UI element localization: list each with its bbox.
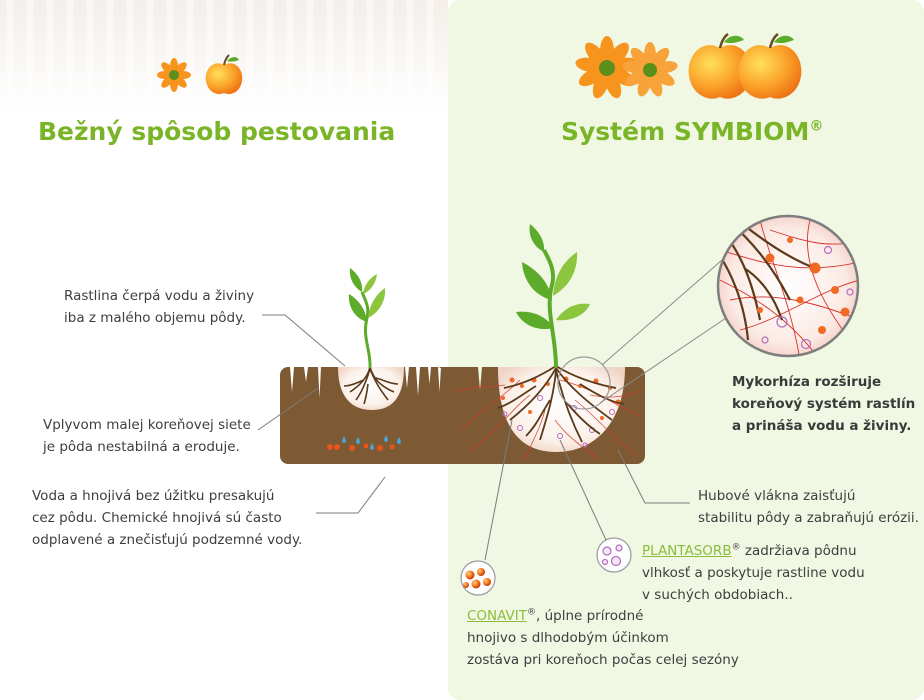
registered-mark: ® <box>527 607 536 618</box>
root-system-small <box>343 366 399 405</box>
callout-line: Rastlina čerpá vodu a živiny <box>64 288 255 304</box>
callout-leaching: Voda a hnojivá bez úžitku presakujú cez … <box>32 485 332 551</box>
flower-icon <box>157 58 191 92</box>
flower-icon <box>622 42 678 97</box>
callout-line: , úplne prírodné <box>536 608 644 624</box>
callout-line: zadržiava pôdnu <box>740 543 857 559</box>
left-striped-header-background <box>0 0 448 110</box>
callout-line: vlhkosť a poskytuje rastline vodu <box>642 565 865 581</box>
callout-line: Hubové vlákna zaisťujú <box>698 488 856 504</box>
callout-mycorrhiza: Mykorhíza rozširuje koreňový systém rast… <box>732 371 922 437</box>
apple-icon <box>688 32 752 99</box>
zoom-connector <box>601 259 723 366</box>
symbiom-title: Systém SYMBIOM® <box>561 117 823 146</box>
callout-erosion: Vplyvom malej koreňovej siete je pôda ne… <box>43 414 273 458</box>
plant-small <box>343 268 399 405</box>
symbiom-soil-block <box>445 367 645 464</box>
leader-lines <box>257 314 690 561</box>
root-system-large <box>497 365 625 443</box>
callout-line: zostáva pri koreňoch počas celej sezóny <box>467 652 739 668</box>
mycorrhiza-zoom <box>716 214 860 358</box>
callout-conavit: CONAVIT®, úplne prírodné hnojivo s dlhod… <box>467 605 757 671</box>
callout-pump-water: Rastlina čerpá vodu a živiny iba z maléh… <box>64 285 274 329</box>
conventional-soil-block <box>280 367 470 464</box>
callout-line: v suchých obdobiach.. <box>642 587 793 603</box>
zoom-connector <box>599 317 727 404</box>
conavit-brand: CONAVIT <box>467 608 527 624</box>
apple-icon <box>738 32 802 99</box>
plantasorb-brand: PLANTASORB <box>642 543 732 559</box>
registered-mark: ® <box>731 542 741 553</box>
callout-line: cez pôdu. Chemické hnojivá sú často <box>32 510 282 526</box>
leaching-drops <box>327 435 401 451</box>
apple-icon <box>205 54 243 95</box>
zoom-source-ring <box>557 356 611 410</box>
callout-fungal-hyphae: Hubové vlákna zaisťujú stabilitu pôdy a … <box>698 485 922 529</box>
registered-mark: ® <box>809 118 824 135</box>
conventional-title-text: Bežný spôsob pestovania <box>38 117 396 146</box>
right-panel-background <box>448 0 924 700</box>
callout-line: iba z malého objemu pôdy. <box>64 310 246 326</box>
callout-line: koreňový systém rastlín <box>732 396 916 412</box>
callout-line: odplavené a znečisťujú podzemné vody. <box>32 532 303 548</box>
callout-line: hnojivo s dlhodobým účinkom <box>467 630 669 646</box>
symbiom-title-text: Systém SYMBIOM <box>561 117 810 146</box>
plant-large <box>497 224 625 443</box>
callout-line: stabilitu pôdy a zabraňujú erózii. <box>698 510 919 526</box>
callout-plantasorb: PLANTASORB® zadržiava pôdnu vlhkosť a po… <box>642 540 882 606</box>
callout-line: Vplyvom malej koreňovej siete <box>43 417 251 433</box>
callout-line: a prináša vodu a živiny. <box>732 418 912 434</box>
callout-line: je pôda nestabilná a eroduje. <box>43 439 240 455</box>
callout-line: Mykorhíza rozširuje <box>732 374 882 390</box>
plantasorb-icon <box>596 537 632 573</box>
conavit-icon <box>460 560 496 596</box>
conventional-title: Bežný spôsob pestovania <box>38 117 395 146</box>
callout-line: Voda a hnojivá bez úžitku presakujú <box>32 488 275 504</box>
